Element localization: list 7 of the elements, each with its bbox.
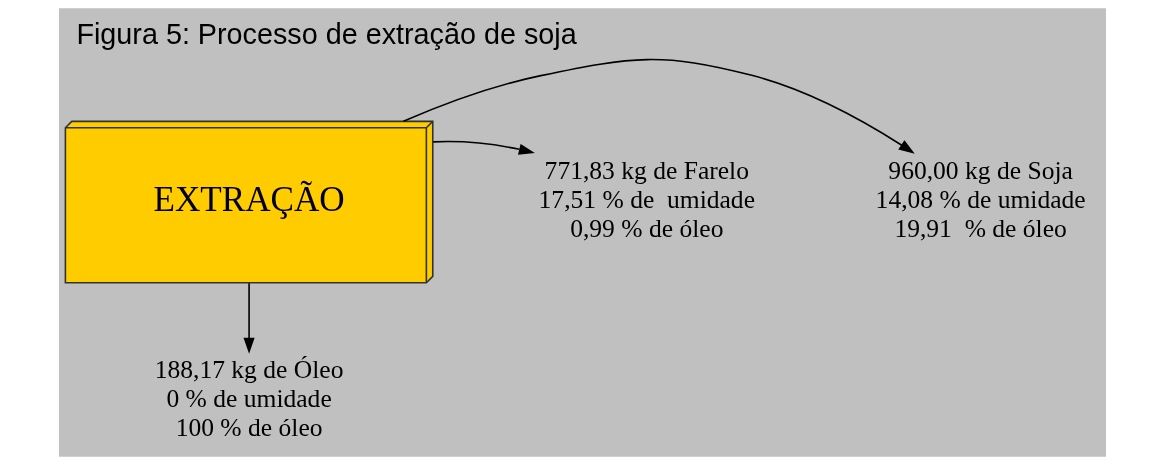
node-text: 188,17 kg de Óleo 0 % de umidade 100 % de óleo: [154, 355, 343, 442]
node-text: 771,83 kg de Farelo 17,51 % de umidade 0,99 % de óleo: [538, 156, 755, 243]
arrow: [242, 282, 255, 354]
arrow: [402, 58, 915, 154]
diagram-title: Figura 5: Processo de extração de soja: [75, 17, 577, 50]
arrow: [431, 140, 535, 155]
node-text: 960,00 kg de Soja 14,08 % de umidade 19,91 % de óleo: [875, 156, 1086, 243]
